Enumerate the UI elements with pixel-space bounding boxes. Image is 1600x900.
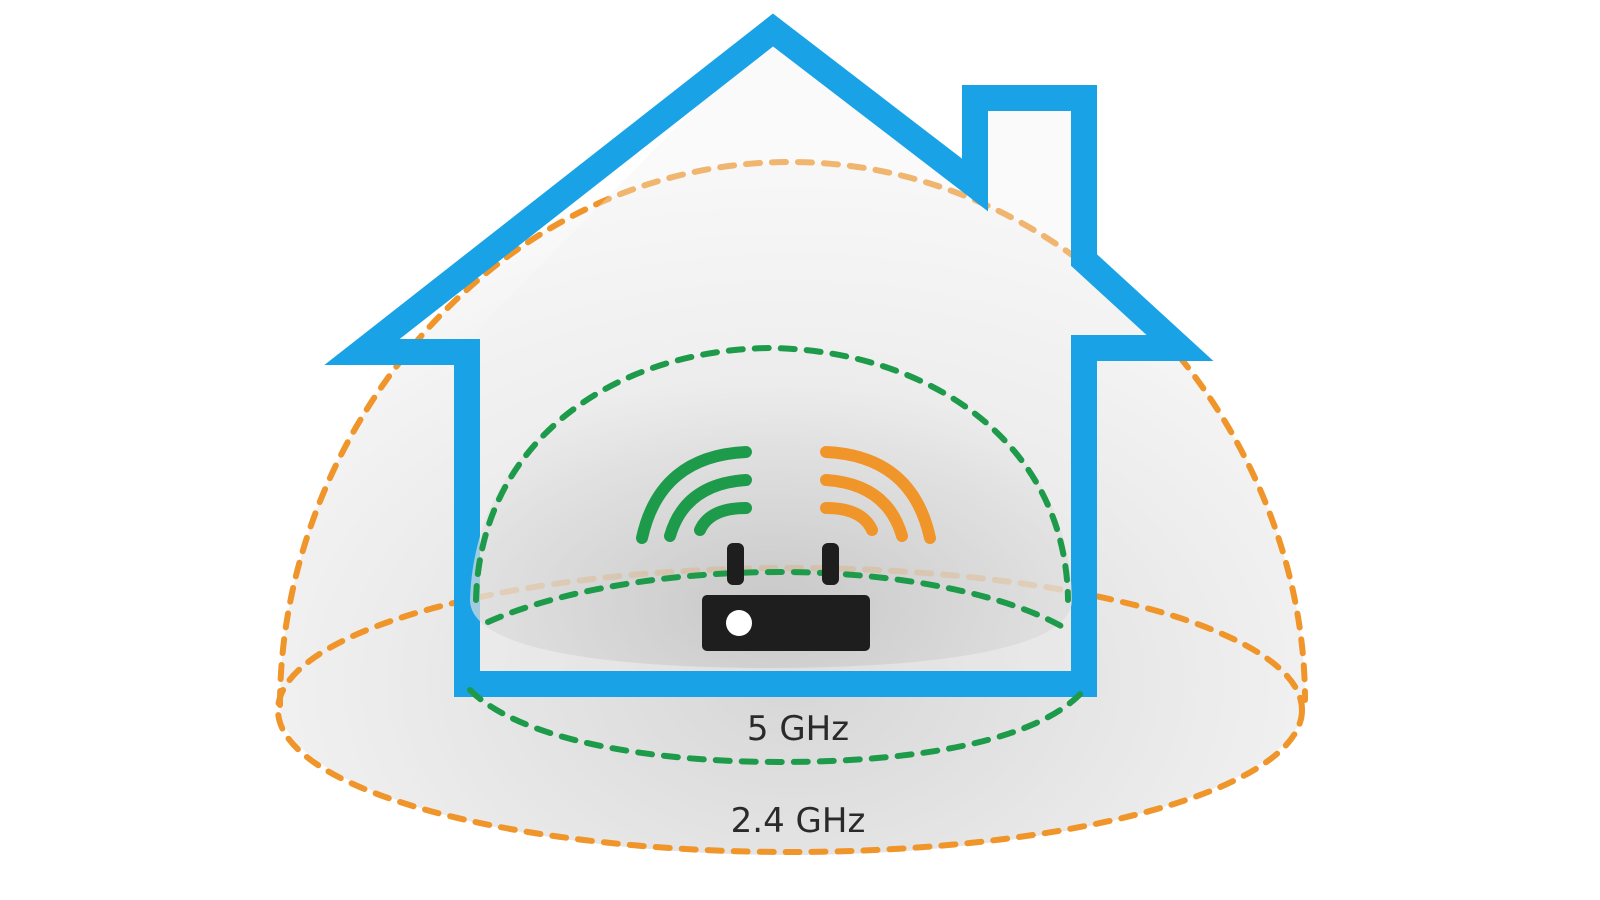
router-antenna-right [822, 543, 839, 585]
router-antenna-left [727, 543, 744, 585]
label-2-4ghz: 2.4 GHz [731, 801, 866, 841]
router-status-light [726, 610, 752, 636]
label-5ghz: 5 GHz [747, 709, 849, 749]
